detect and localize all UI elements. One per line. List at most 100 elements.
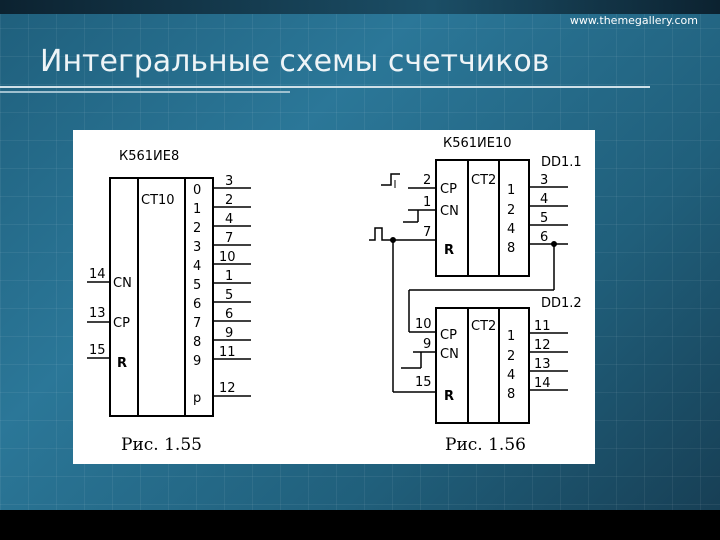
website-url: www.themegallery.com [569,14,698,27]
svg-text:CN: CN [113,276,132,291]
slide-title: Интегральные схемы счетчиков [40,44,550,79]
svg-text:CP: CP [113,316,130,331]
svg-text:9: 9 [225,326,233,341]
svg-text:2: 2 [193,221,201,236]
svg-text:13: 13 [89,306,106,321]
left-output-1: 1 2 [193,193,251,217]
svg-text:1: 1 [507,183,515,198]
svg-text:R: R [117,356,127,371]
svg-text:2: 2 [507,349,515,364]
dd2-outputs: 1 2 4 8 11 12 13 14 [507,319,568,402]
left-chip-name: К561ИЕ8 [119,149,179,164]
left-output-8: 8 9 [193,326,251,350]
svg-text:8: 8 [507,387,515,402]
svg-text:1: 1 [225,269,233,284]
svg-text:13: 13 [534,357,551,372]
svg-text:2: 2 [225,193,233,208]
svg-text:5: 5 [225,288,233,303]
left-output-3: 3 7 [193,231,251,255]
svg-text:15: 15 [415,375,432,390]
dd1-input-r: 7 R [369,225,454,258]
left-caption: Рис. 1.55 [121,435,202,455]
right-chip-name: К561ИЕ10 [443,136,512,151]
svg-text:10: 10 [415,317,432,332]
svg-text:14: 14 [89,267,106,282]
title-underline [0,86,650,88]
left-output-9: 9 11 [193,345,251,369]
left-chip-body [109,177,214,417]
svg-text:CT2: CT2 [471,319,496,334]
svg-text:8: 8 [507,241,515,256]
svg-text:7: 7 [225,231,233,246]
left-input-cp: 13 CP [87,306,130,331]
svg-text:CP: CP [440,182,457,197]
dd1-input-cp: 2 CP [381,173,457,197]
dd1-body [435,159,530,277]
circuit-figure: К561ИЕ8 CT10 14 CN 13 CP 15 R [73,130,595,464]
svg-text:4: 4 [507,222,515,237]
svg-text:5: 5 [540,211,548,226]
svg-text:6: 6 [225,307,233,322]
svg-text:3: 3 [193,240,201,255]
svg-text:CT2: CT2 [471,173,496,188]
svg-text:0: 0 [193,183,201,198]
left-output-2: 2 4 [193,212,251,236]
svg-text:4: 4 [193,259,201,274]
svg-text:7: 7 [423,225,431,240]
svg-text:4: 4 [225,212,233,227]
dd2-input-cp: 10 CP [415,317,457,343]
left-input-r: 15 R [87,343,127,371]
dd1-input-cn: 1 CN [403,195,459,223]
svg-text:2: 2 [423,173,431,188]
left-output-7: 7 6 [193,307,251,331]
svg-text:14: 14 [534,376,551,391]
svg-text:12: 12 [219,381,236,396]
svg-text:4: 4 [540,192,548,207]
dd1-outputs: 1 2 4 8 3 4 5 6 [507,173,568,256]
svg-text:1: 1 [423,195,431,210]
interconnect-wires [392,240,555,393]
svg-text:3: 3 [225,174,233,189]
left-output-6: 6 5 [193,288,251,312]
left-output-5: 5 1 [193,269,251,293]
dd2-name: DD1.2 [541,296,582,311]
svg-text:p: p [193,391,201,406]
svg-text:15: 15 [89,343,106,358]
svg-text:R: R [444,243,454,258]
dd2-input-r: 15 R [415,375,454,404]
svg-text:10: 10 [219,250,236,265]
right-caption: Рис. 1.56 [445,435,526,455]
dd1-name: DD1.1 [541,155,582,170]
svg-text:CP: CP [440,328,457,343]
slide-background: www.themegallery.com Интегральные схемы … [0,0,720,510]
title-underline-accent [0,91,290,93]
dd2-body [435,307,530,424]
svg-text:6: 6 [540,230,548,245]
svg-text:6: 6 [193,297,201,312]
left-output-carry: p 12 [193,381,251,406]
svg-text:5: 5 [193,278,201,293]
svg-text:4: 4 [507,368,515,383]
svg-text:3: 3 [540,173,548,188]
svg-text:7: 7 [193,316,201,331]
svg-text:9: 9 [193,354,201,369]
bottom-bar [0,510,720,540]
left-input-cn: 14 CN [87,267,132,291]
svg-text:11: 11 [219,345,236,360]
svg-text:R: R [444,389,454,404]
svg-text:1: 1 [193,202,201,217]
left-chip-function: CT10 [141,193,175,208]
svg-text:1: 1 [507,329,515,344]
svg-text:CN: CN [440,204,459,219]
left-output-0: 0 3 [193,174,251,198]
svg-text:9: 9 [423,337,431,352]
svg-text:12: 12 [534,338,551,353]
top-bar [0,0,720,14]
svg-text:CN: CN [440,347,459,362]
svg-text:11: 11 [534,319,551,334]
circuit-diagrams: К561ИЕ8 CT10 14 CN 13 CP 15 R [87,136,582,455]
svg-text:8: 8 [193,335,201,350]
svg-text:2: 2 [507,203,515,218]
left-output-4: 4 10 [193,250,251,274]
dd2-input-cn: 9 CN [401,337,459,369]
